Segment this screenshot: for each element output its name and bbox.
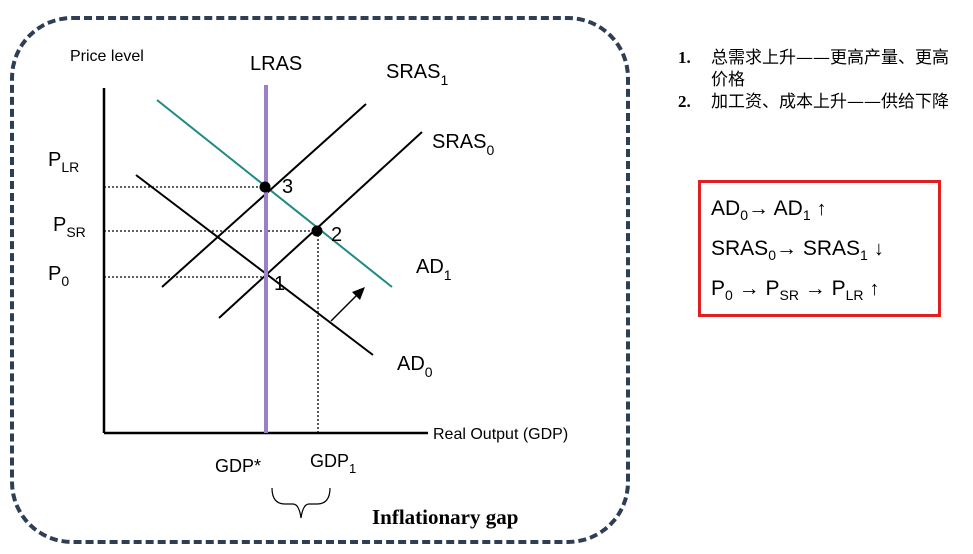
sras0-label: SRAS0 (432, 131, 494, 158)
point-3-label: 3 (282, 176, 293, 198)
summary-sras-shift: SRAS0→ SRAS1↓ (711, 237, 884, 264)
x-axis-label: Real Output (GDP) (433, 426, 568, 443)
gdp1-label: GDP1 (310, 451, 356, 476)
ad1-curve (156, 99, 393, 288)
note-number: 2. (678, 92, 691, 111)
gdp-star-label: GDP* (215, 456, 261, 476)
ad0-curve (135, 174, 374, 356)
summary-box: AD0→ AD1↑ SRAS0→ SRAS1↓ P0 → PSR → PLR↑ (698, 180, 941, 317)
shift-arrowhead (352, 287, 365, 300)
gap-brace (271, 487, 331, 519)
note-text: 加工资、成本上升——供给下降 (711, 92, 949, 112)
plr-label: PLR (48, 149, 79, 175)
note-text: 总需求上升——更高产量、更高价格 (711, 48, 949, 90)
y-axis-label: Price level (70, 48, 144, 65)
shift-arrow-line (330, 293, 359, 322)
note-number: 1. (678, 48, 691, 67)
summary-ad-shift: AD0→ AD1↑ (711, 197, 827, 224)
point-3-dot (259, 181, 271, 193)
point-2-label: 2 (331, 224, 342, 246)
note-2: 2. 加工资、成本上升——供给下降 (678, 91, 960, 113)
sras1-label: SRAS1 (386, 61, 448, 88)
notes-list: 1. 总需求上升——更高产量、更高价格 2. 加工资、成本上升——供给下降 (678, 47, 960, 113)
down-arrow-icon: ↓ (873, 238, 884, 260)
p0-label: P0 (48, 263, 69, 289)
ad1-label: AD1 (416, 256, 452, 283)
sras0-curve (218, 131, 423, 319)
psr-label: PSR (53, 214, 86, 240)
lras-label: LRAS (250, 53, 302, 75)
ad0-label: AD0 (397, 353, 433, 380)
point-2-dot (311, 225, 323, 237)
summary-price-chain: P0 → PSR → PLR↑ (711, 277, 880, 304)
dashed-frame (10, 16, 630, 544)
note-1: 1. 总需求上升——更高产量、更高价格 (678, 47, 960, 91)
point-1-label: 1 (274, 273, 285, 295)
inflationary-gap-label: Inflationary gap (372, 505, 518, 529)
up-arrow-icon: ↑ (869, 278, 880, 300)
up-arrow-icon: ↑ (816, 198, 827, 220)
